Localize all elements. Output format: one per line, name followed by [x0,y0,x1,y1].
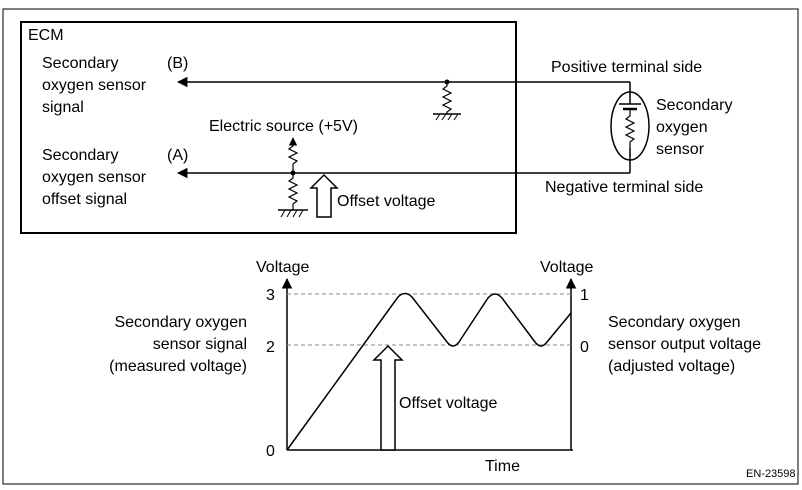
graph-offset-voltage-label: Offset voltage [399,395,498,412]
voltage-curve [286,292,572,451]
left-label-3: (measured voltage) [109,358,247,375]
sensor-resistor [624,109,636,148]
right-label-1: Secondary oxygen [608,314,741,331]
sensor-housing [610,91,650,161]
left-tick-3: 3 [266,287,275,304]
signal-a-label-1: Secondary [42,147,119,164]
left-label-2: sensor signal [153,336,247,353]
right-tick-0: 0 [580,339,589,356]
left-label-1: Secondary oxygen [114,314,247,331]
left-tick-2: 2 [266,339,275,356]
signal-b-label-3: signal [42,99,84,116]
signal-b-label-2: oxygen sensor [42,77,147,94]
signal-a-tag: (A) [167,147,188,164]
left-axis-title: Voltage [256,259,309,276]
ecm-offset-arrow [309,173,339,218]
right-label-3: (adjusted voltage) [608,358,735,375]
ecm-box [20,21,517,234]
right-tick-1: 1 [580,287,589,304]
signal-b-resistor [441,82,453,114]
signal-a-label-3: offset signal [42,191,127,208]
signal-b-label-1: Secondary [42,55,119,72]
negative-terminal-label: Negative terminal side [545,179,703,196]
ground-b-hatch [435,113,459,121]
pullup-resistor [287,145,299,173]
ecm-title: ECM [28,27,64,44]
outer-frame [2,8,799,485]
ground-a-hatch [280,209,304,218]
figure-id: EN-23598 [746,468,796,480]
signal-a-label-2: oxygen sensor [42,169,147,186]
pulldown-resistor [287,173,299,210]
left-tick-0: 0 [266,443,275,460]
right-label-2: sensor output voltage [608,336,761,353]
x-axis-title: Time [485,458,520,475]
electric-source-label: Electric source (+5V) [209,118,358,135]
sensor-label-1: Secondary [656,97,733,114]
ecm-offset-voltage-label: Offset voltage [337,193,436,210]
graph-offset-arrow [372,344,404,451]
positive-terminal-label: Positive terminal side [551,59,702,76]
sensor-label-2: oxygen [656,119,708,136]
right-axis-title: Voltage [540,259,593,276]
sensor-label-3: sensor [656,141,705,158]
signal-b-tag: (B) [167,55,188,72]
